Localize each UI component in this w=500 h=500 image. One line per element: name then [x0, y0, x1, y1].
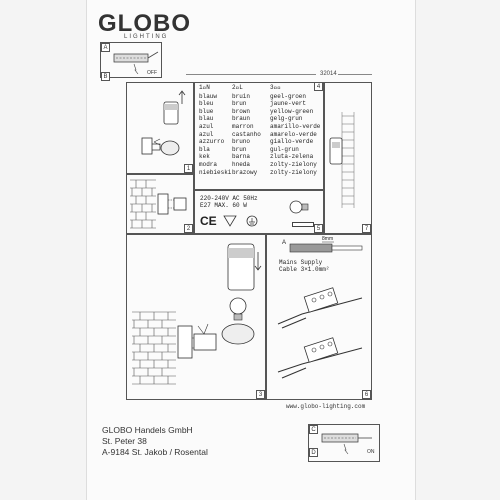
wire-entry: azul [199, 130, 214, 138]
brand-subtitle: LIGHTING [124, 34, 169, 40]
ce-mark: CE [200, 214, 217, 228]
panel-label-d: D [309, 448, 318, 457]
switch-off-label: OFF [147, 70, 157, 76]
breaker-on-icon [321, 433, 372, 455]
step-number-7: 7 [362, 224, 371, 233]
spec-bulb: E27 MAX. 60 W [200, 202, 247, 209]
wire-entry: castanho [232, 130, 261, 138]
wire-entry: gul-grun [270, 145, 299, 153]
wire-entry: bruno [232, 138, 251, 146]
wire-column-live: 2⃝L bruin brun brown braun marron castan… [232, 84, 261, 176]
switch-off-panel [100, 42, 162, 78]
switch-on-label: ON [367, 449, 375, 455]
spec-text: 220-240V AC 50Hz E27 MAX. 60 W [200, 195, 258, 209]
wire-entry: kek [199, 153, 210, 161]
wire-entry: brazowy [232, 168, 258, 176]
mounted-lamp-icon [329, 112, 355, 208]
wire-entry: amarelo-verde [270, 130, 317, 138]
wire-entry: bla [199, 145, 210, 153]
panel-label-b: B [101, 72, 110, 81]
neutral-index: 1 [199, 84, 207, 91]
wire-entry: marron [232, 122, 254, 130]
product-code: 32014 [320, 71, 337, 77]
wire-entry: yellow-green [270, 107, 314, 115]
mains-letter: A [282, 240, 287, 246]
breaker-off-icon [113, 51, 159, 74]
wire-entry: gelg-grun [270, 115, 303, 123]
wire-entry: zluta-zelena [270, 153, 314, 161]
live-index: 2 [232, 84, 240, 91]
wire-column-neutral: 1⃝N blauw bleu blue blau azul azul azzur… [199, 84, 231, 176]
bulb-installation-icon [132, 243, 262, 385]
earth-index: 3 [270, 84, 278, 91]
switch-on-panel [308, 424, 380, 462]
code-line-right [338, 74, 372, 75]
wire-entry: azzurro [199, 138, 225, 146]
step-number-1: 1 [184, 164, 193, 173]
wire-column-earth: 3⃝⏚ geel-groen jaune-vert yellow-green g… [270, 84, 320, 176]
wire-entry: braun [232, 115, 251, 123]
spec-panel [194, 190, 324, 234]
live-header: 2⃝L [232, 84, 261, 92]
wire-entry: brun [232, 100, 247, 108]
lamp-disassembly-icon [141, 90, 186, 156]
wire-entry: blau [199, 115, 214, 123]
cable-strip-icon [289, 241, 363, 253]
wire-entry: bleu [199, 100, 214, 108]
wire-entry: giallo-verde [270, 138, 314, 146]
wire-entry: zolty-zielony [270, 160, 317, 168]
step-7-panel [324, 82, 372, 234]
step-number-6: 6 [362, 390, 371, 399]
step-number-3: 3 [256, 390, 265, 399]
mains-text: Mains Supply Cable 3×1.0mm² [279, 259, 329, 273]
wire-entry: amarillo-verde [270, 122, 321, 130]
step-number-4: 4 [314, 82, 323, 91]
wire-entry: barna [232, 153, 251, 161]
wall-mounting-icon [130, 179, 187, 229]
wire-entry: azul [199, 122, 214, 130]
step-number-5: 5 [314, 224, 323, 233]
class-one-icon [223, 215, 258, 227]
neutral-symbol: N [206, 84, 210, 91]
warning-strip [292, 222, 314, 227]
cable-spec: Cable 3×1.0mm² [279, 266, 330, 273]
step-2-panel [126, 174, 194, 234]
earth-symbol: ⏚ [277, 84, 281, 91]
wire-entry: zolty-zielony [270, 168, 317, 176]
wire-entry: bruin [232, 92, 251, 100]
step-6-panel [266, 234, 372, 400]
company-city: A-9184 St. Jakob / Rosental [102, 447, 208, 457]
strip-length: 8mm [322, 236, 334, 242]
bulb-icon [289, 200, 309, 214]
wire-entry: blauw [199, 92, 218, 100]
spec-voltage: 220-240V AC 50Hz [200, 195, 258, 202]
neutral-header: 1⃝N [199, 84, 231, 92]
mains-label: Mains Supply [279, 259, 323, 266]
panel-label-a: A [101, 43, 110, 52]
wire-entry: niebieski [199, 168, 232, 176]
code-line [186, 74, 316, 75]
wire-entry: geel-groen [270, 92, 307, 100]
wire-entry: hneda [232, 160, 251, 168]
panel-label-c: C [309, 425, 318, 434]
wiring-table-panel [194, 82, 324, 190]
brand-logo: GLOBO [98, 10, 191, 37]
live-symbol: L [239, 84, 243, 91]
wire-entry: brun [232, 145, 247, 153]
wire-entry: jaune-vert [270, 100, 307, 108]
earth-header: 3⃝⏚ [270, 84, 320, 92]
terminal-block-icon [277, 287, 363, 379]
step-1-panel [126, 82, 194, 174]
website-url: www.globo-lighting.com [286, 403, 366, 410]
wire-entry: brown [232, 107, 251, 115]
wire-entry: blue [199, 107, 214, 115]
wire-entry: modra [199, 160, 218, 168]
company-street: St. Peter 38 [102, 436, 147, 446]
step-3-panel [126, 234, 266, 400]
step-number-2: 2 [184, 224, 193, 233]
company-name: GLOBO Handels GmbH [102, 425, 193, 435]
